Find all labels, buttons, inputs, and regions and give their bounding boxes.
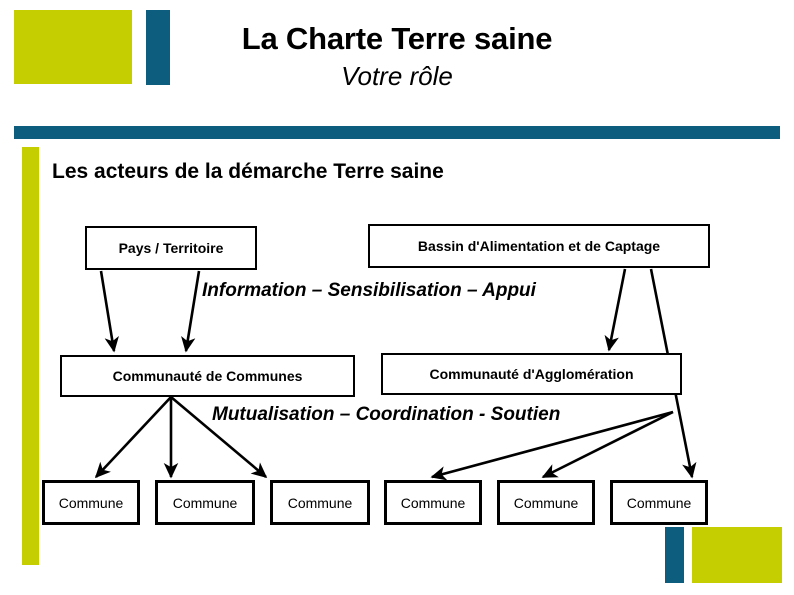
node-pays-territoire[interactable]: Pays / Territoire [85,226,257,270]
annotation-mutualisation-coordination-soutien: Mutualisation – Coordination - Soutien [212,404,561,425]
node-label: Commune [58,494,124,511]
section-heading: Les acteurs de la démarche Terre saine [52,160,444,183]
arrow-cc-to-commune-0 [94,396,172,479]
header-divider-rule [14,126,780,139]
node-label: Commune [172,494,238,511]
arrow-bassin-to-ca [604,268,627,352]
node-label: Commune [513,494,579,511]
node-label: Commune [287,494,353,511]
node-communaute-agglomeration[interactable]: Communauté d'Agglomération [381,353,682,395]
node-label: Communauté d'Agglomération [429,366,634,382]
node-communaute-de-communes[interactable]: Communauté de Communes [60,355,355,397]
slide-title: La Charte Terre saine [241,21,553,56]
node-label: Bassin d'Alimentation et de Captage [417,238,661,254]
header-green-block [14,10,132,84]
annotation-information-sensibilisation-appui: Information – Sensibilisation – Appui [202,280,536,301]
node-commune[interactable]: Commune [497,480,595,525]
node-commune[interactable]: Commune [155,480,255,525]
node-commune[interactable]: Commune [610,480,708,525]
arrow-pays-to-cc-left [99,270,119,353]
arrow-pays-to-cc-right [181,270,201,353]
node-label: Communauté de Communes [112,368,303,384]
header-teal-bar [146,10,170,85]
node-commune[interactable]: Commune [270,480,370,525]
node-label: Pays / Territoire [118,240,224,256]
node-commune[interactable]: Commune [42,480,140,525]
left-green-stripe [22,147,39,565]
arrow-ca-to-commune-4 [541,410,674,479]
footer-green-block [692,527,782,583]
node-commune[interactable]: Commune [384,480,482,525]
node-bassin-alimentation-captage[interactable]: Bassin d'Alimentation et de Captage [368,224,710,268]
node-label: Commune [400,494,466,511]
footer-teal-bar [665,527,684,583]
node-label: Commune [626,494,692,511]
slide-subtitle: Votre rôle [341,61,453,91]
